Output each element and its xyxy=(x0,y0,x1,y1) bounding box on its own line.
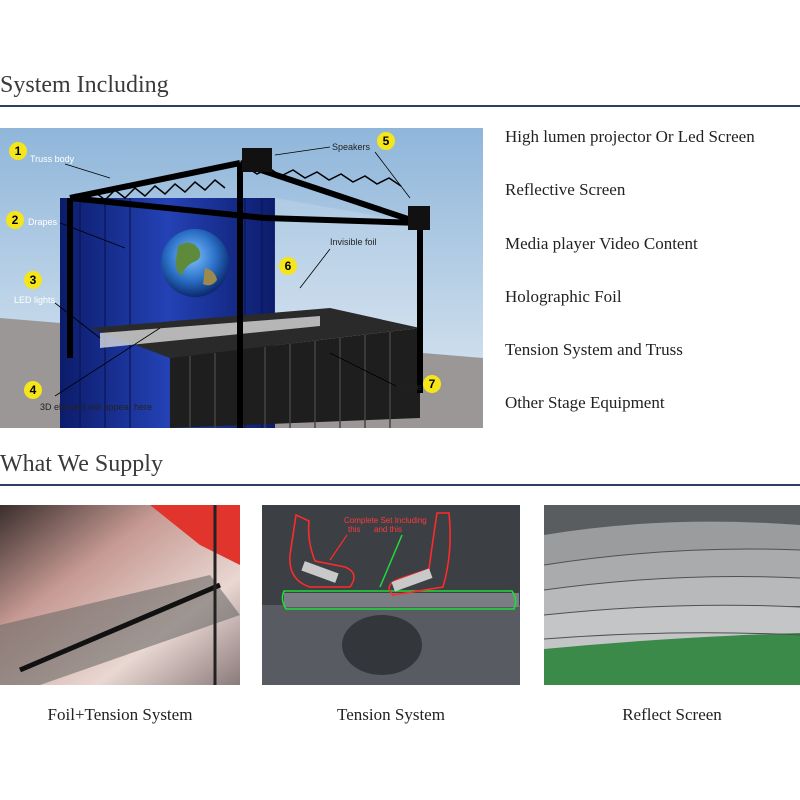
callout-number: 2 xyxy=(12,213,19,227)
red-outline-left xyxy=(289,513,355,588)
callout-number: 7 xyxy=(429,377,436,391)
list-item: Tension System and Truss xyxy=(505,340,683,360)
callout-label: Truss body xyxy=(30,154,75,164)
list-item: Reflective Screen xyxy=(505,180,626,200)
what-we-supply-title: What We Supply xyxy=(0,451,163,477)
stage-skirt xyxy=(170,328,420,428)
annotation-arrow-red xyxy=(329,534,348,561)
truss-body xyxy=(67,160,423,428)
hologram-stage-diagram: 1 Truss body 2 Drapes 3 LED lights 4 3D … xyxy=(0,128,483,428)
screen-rolls xyxy=(544,521,800,649)
callout-number: 6 xyxy=(285,259,292,273)
roll-edges xyxy=(544,548,800,640)
callout-1: 1 Truss body xyxy=(9,142,111,179)
system-including-title: System Including xyxy=(0,72,169,98)
caption-foil-tension: Foil+Tension System xyxy=(47,705,193,724)
caption-reflect-screen: Reflect Screen xyxy=(622,705,722,724)
supply-divider xyxy=(0,484,800,486)
front-riser xyxy=(100,316,320,348)
earth-landmass-2 xyxy=(203,268,217,286)
foil-tension-photo xyxy=(0,505,240,685)
callout-7: 7 Stage xyxy=(329,352,441,393)
tension-bar xyxy=(19,582,221,673)
earth-hologram xyxy=(161,229,229,297)
callout-number: 5 xyxy=(383,134,390,148)
list-item: Holographic Foil xyxy=(505,286,622,306)
list-item: Media player Video Content xyxy=(505,233,698,253)
callout-6: 6 Invisible foil xyxy=(279,237,377,289)
system-components-list: High lumen projector Or Led Screen Refle… xyxy=(505,126,800,446)
reflect-screen-photo xyxy=(544,505,800,685)
callout-number: 1 xyxy=(15,144,22,158)
stage-platform xyxy=(90,308,420,358)
callout-3: 3 LED lights xyxy=(14,271,101,339)
green-outline xyxy=(281,590,517,610)
callout-label: LED lights xyxy=(14,295,56,305)
red-fabric xyxy=(150,505,240,565)
callout-4: 4 3D element will appear here xyxy=(24,327,161,412)
list-item: Other Stage Equipment xyxy=(505,393,665,413)
earth-landmass xyxy=(175,242,201,276)
speaker-right xyxy=(408,206,430,230)
tension-system-photo: Complete Set Including this and this xyxy=(262,505,520,685)
title-divider xyxy=(0,105,800,107)
clamp-left xyxy=(301,561,339,583)
stage-illustration: 1 Truss body 2 Drapes 3 LED lights 4 3D … xyxy=(0,128,483,428)
reflection xyxy=(342,615,422,675)
callout-label: Speakers xyxy=(332,142,371,152)
list-item: High lumen projector Or Led Screen xyxy=(505,127,755,146)
tension-rail xyxy=(284,593,519,607)
callout-label: 3D element will appear here xyxy=(40,402,152,412)
callout-number: 3 xyxy=(30,273,37,287)
callout-2: 2 Drapes xyxy=(6,211,126,249)
clamp-right xyxy=(391,568,433,592)
callout-label: Invisible foil xyxy=(330,237,377,247)
annotation-this: this xyxy=(348,525,360,534)
red-outline-right xyxy=(388,512,451,596)
caption-tension-system: Tension System xyxy=(337,705,445,724)
annotation-arrow-green xyxy=(379,534,403,588)
callout-number: 4 xyxy=(30,383,37,397)
callout-label: Drapes xyxy=(28,217,58,227)
callout-label: Stage xyxy=(398,382,422,392)
annotation-and-this: and this xyxy=(374,525,402,534)
callout-5: 5 Speakers xyxy=(274,132,411,199)
annotation-complete-set: Complete Set Including xyxy=(344,516,427,525)
speaker-left xyxy=(242,148,272,172)
